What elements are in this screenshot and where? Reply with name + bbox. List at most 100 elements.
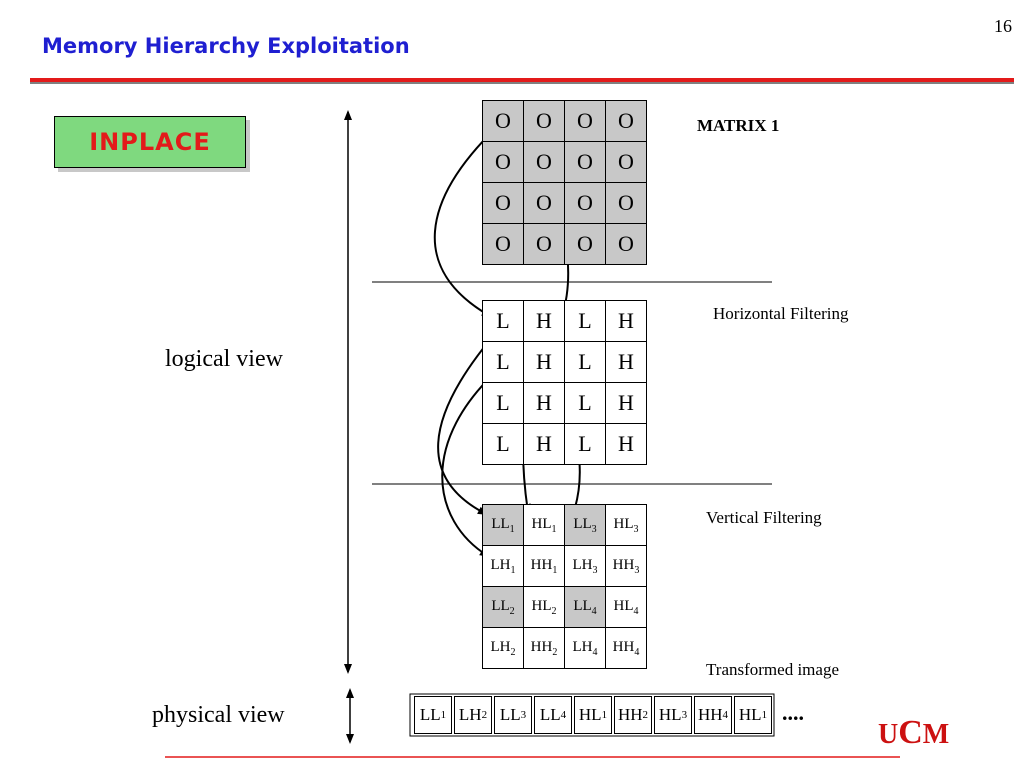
physical-cell-name: LL	[419, 705, 441, 724]
subband-cell: HL1	[523, 504, 565, 546]
subband-name: HH	[612, 638, 635, 655]
physical-cell-index: 2	[481, 709, 488, 721]
horizontal-filtering-label: Horizontal Filtering	[713, 304, 849, 323]
matrix-1-cell: O	[523, 182, 565, 224]
subband-name: HL	[613, 515, 634, 532]
subband-index: 4	[633, 605, 639, 617]
subband-cell: LH1	[482, 545, 524, 587]
physical-cell-name: HL	[658, 705, 682, 724]
subband-index: 3	[634, 564, 640, 576]
subband-name: HH	[530, 638, 553, 655]
horizontal-matrix-cell: H	[523, 300, 565, 342]
subband-cell: LH4	[564, 627, 606, 669]
subband-index: 1	[552, 564, 558, 576]
matrix-1-cell: O	[482, 100, 524, 142]
matrix-1-cell: O	[564, 141, 606, 183]
horizontal-matrix-cell: L	[482, 423, 524, 465]
vertical-filtering-label: Vertical Filtering	[706, 508, 822, 527]
subband-name: HL	[531, 515, 552, 532]
matrix-1-cell: O	[564, 182, 606, 224]
subband-name: LL	[573, 515, 592, 532]
subband-cell: HL3	[605, 504, 647, 546]
subband-cell: LL1	[482, 504, 524, 546]
subband-index: 2	[552, 646, 558, 658]
logical-view-label: logical view	[165, 346, 283, 372]
curve-arrow-4	[441, 367, 501, 558]
horizontal-matrix-cell: H	[523, 341, 565, 383]
physical-view-label: physical view	[152, 702, 285, 728]
subband-index: 3	[633, 523, 639, 535]
subband-index: 3	[592, 564, 598, 576]
matrix-1-cell: O	[564, 100, 606, 142]
subband-cell: HL4	[605, 586, 647, 628]
subband-name: HH	[530, 556, 553, 573]
horizontal-matrix-cell: L	[482, 382, 524, 424]
matrix-1-cell: O	[564, 223, 606, 265]
subband-name: HL	[531, 597, 552, 614]
matrix-1-cell: O	[605, 182, 647, 224]
subband-cell: HH2	[523, 627, 565, 669]
subband-name: HL	[613, 597, 634, 614]
subband-index: 1	[551, 523, 557, 535]
subband-index: 3	[591, 523, 597, 535]
page-number: 16	[994, 16, 1012, 36]
horizontal-matrix-cell: L	[482, 341, 524, 383]
matrix-1-cell: O	[482, 182, 524, 224]
inplace-badge: INPLACE	[54, 116, 246, 168]
logo-c: C	[898, 714, 923, 751]
subband-name: LH	[572, 638, 593, 655]
subband-cell: LH2	[482, 627, 524, 669]
subband-index: 1	[510, 564, 516, 576]
physical-cell-index: 4	[560, 709, 567, 721]
matrix-1-cell: O	[482, 223, 524, 265]
subband-index: 4	[591, 605, 597, 617]
transformed-image-label: Transformed image	[706, 660, 839, 679]
horizontal-matrix-cell: H	[523, 423, 565, 465]
physical-cell-name: HL	[578, 705, 602, 724]
matrix-title: MATRIX 1	[697, 116, 780, 135]
subband-cell: HH4	[605, 627, 647, 669]
curve-arrow-3	[437, 327, 501, 515]
subband-name: LH	[490, 638, 511, 655]
physical-cell-index: 3	[520, 709, 527, 721]
ucm-logo: UCM	[878, 714, 949, 752]
matrix-1-cell: O	[523, 223, 565, 265]
subband-index: 2	[510, 646, 516, 658]
horizontal-matrix-cell: H	[605, 300, 647, 342]
matrix-1-cell: O	[605, 100, 647, 142]
horizontal-matrix-cell: L	[564, 341, 606, 383]
physical-cell-index: 2	[642, 709, 649, 721]
subband-name: LL	[573, 597, 592, 614]
horizontal-matrix-cell: L	[564, 382, 606, 424]
subband-index: 4	[592, 646, 598, 658]
physical-cell-name: LL	[499, 705, 521, 724]
subband-cell: HH1	[523, 545, 565, 587]
physical-view-frame	[409, 693, 775, 737]
subband-cell: LL4	[564, 586, 606, 628]
subband-index: 1	[509, 523, 515, 535]
matrix-1-cell: O	[605, 223, 647, 265]
subband-cell: LL3	[564, 504, 606, 546]
physical-cell-index: 1	[440, 709, 447, 721]
subband-index: 4	[634, 646, 640, 658]
physical-cell-name: LL	[539, 705, 561, 724]
physical-cell-name: HH	[697, 705, 723, 724]
horizontal-matrix-cell: H	[605, 341, 647, 383]
